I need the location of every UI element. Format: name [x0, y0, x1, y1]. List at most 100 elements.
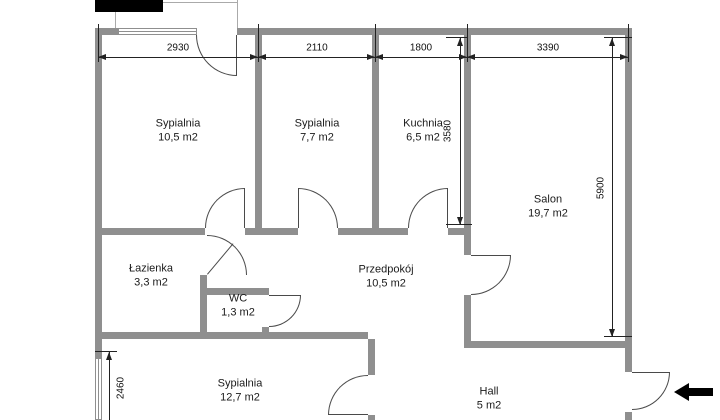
door-arc-wc	[269, 295, 301, 327]
dim-line-bottom-left	[109, 352, 110, 420]
dim-label-2110: 2110	[306, 42, 328, 54]
dim-tick	[628, 24, 629, 62]
redacted-logo	[95, 0, 163, 12]
room-area: 7,7 m2	[300, 132, 334, 144]
door-arc-balcony	[196, 35, 237, 76]
room-area: 10,5 m2	[158, 132, 198, 144]
room-name: WC	[228, 292, 248, 305]
door-arc-bathroom	[207, 235, 247, 275]
room-name: Przedpokój	[358, 263, 414, 276]
door-arc-bedroom2	[298, 188, 338, 228]
wall-left	[95, 28, 102, 332]
wall-hallway-north-b	[245, 228, 298, 235]
entrance-arrow-icon	[674, 383, 689, 401]
dim-arrow	[375, 54, 383, 60]
dim-line-livingroom-depth	[612, 38, 613, 337]
wall-right-below-entrance	[625, 412, 632, 420]
door-leaf-balcony	[236, 35, 237, 76]
door-leaf-bedroom3	[328, 414, 368, 415]
wall-wc-north	[200, 288, 269, 295]
room-label-kitchen: Kuchnia 6,5 m2	[403, 117, 443, 146]
room-label-living-room: Salon 19,7 m2	[528, 193, 568, 222]
door-leaf-livingroom	[471, 255, 511, 256]
room-area: 10,5 m2	[366, 278, 406, 290]
door-leaf-wc	[269, 295, 301, 296]
dim-arrow	[609, 38, 615, 46]
room-label-wc: WC 1,3 m2	[221, 292, 255, 321]
dim-arrow	[609, 329, 615, 337]
window-left-bedroom3-mullion	[98, 358, 99, 420]
dim-arrow	[620, 54, 628, 60]
balcony-left-edge	[115, 0, 116, 28]
room-name: Kuchnia	[403, 117, 443, 130]
room-label-bathroom: Łazienka 3,3 m2	[129, 262, 173, 291]
dim-label-2460: 2460	[115, 376, 127, 400]
dim-label-3580: 3580	[442, 119, 454, 143]
room-name: Hall	[479, 385, 499, 398]
room-area: 6,5 m2	[406, 132, 440, 144]
dim-tick	[446, 37, 467, 38]
room-area: 5 m2	[476, 400, 502, 412]
room-area: 3,3 m2	[134, 277, 168, 289]
wall-kitchen-livingroom	[464, 35, 471, 228]
dim-line-top	[98, 57, 628, 58]
door-arc-kitchen	[408, 188, 448, 228]
room-name: Sypialnia	[294, 117, 340, 130]
wall-bedroom3-hall-a	[368, 339, 375, 375]
dim-arrow	[106, 352, 112, 360]
wall-livingroom-south	[464, 341, 632, 348]
dim-arrow	[457, 38, 463, 46]
dim-arrow	[258, 54, 266, 60]
room-name: Sypialnia	[217, 377, 263, 390]
wall-livingroom-west-a	[464, 228, 471, 255]
door-arc-entrance	[632, 372, 670, 410]
dim-tick	[604, 37, 632, 38]
door-leaf-bedroom1	[244, 188, 245, 228]
dim-tick	[467, 24, 468, 62]
wall-top-main	[237, 28, 632, 35]
room-name: Salon	[533, 193, 563, 206]
wall-hallway-north-a	[95, 228, 205, 235]
dim-label-2930: 2930	[166, 42, 190, 54]
dim-label-5900: 5900	[595, 176, 607, 200]
dim-line-kitchen-depth	[460, 38, 461, 225]
wall-livingroom-west-b	[464, 295, 471, 348]
dim-tick	[375, 24, 376, 62]
dim-tick	[258, 24, 259, 62]
room-area: 12,7 m2	[220, 392, 260, 404]
wall-left-lower	[95, 332, 102, 358]
wall-bedroom1-bedroom2	[255, 35, 262, 228]
balcony-right-edge	[237, 0, 238, 28]
balcony-top-edge	[115, 2, 238, 3]
room-area: 1,3 m2	[221, 307, 255, 319]
dim-label-3390: 3390	[536, 42, 560, 54]
wall-bedroom2-kitchen	[372, 35, 379, 228]
door-leaf-bedroom2	[298, 188, 299, 228]
wall-hallway-north-c	[338, 228, 408, 235]
door-arc-bedroom1	[205, 188, 245, 228]
dim-tick	[604, 336, 632, 337]
dim-tick	[95, 351, 117, 352]
room-label-bedroom-2: Sypialnia 7,7 m2	[295, 117, 340, 146]
dim-label-1800: 1800	[409, 42, 433, 54]
dim-arrow	[467, 54, 475, 60]
room-label-bedroom-1: Sypialnia 10,5 m2	[156, 117, 201, 146]
wall-bedroom3-hall-b	[368, 415, 375, 420]
dim-arrow	[98, 54, 106, 60]
room-label-hall: Hall 5 m2	[477, 385, 501, 414]
dim-tick	[98, 24, 99, 62]
wall-hallway-south	[95, 332, 368, 339]
door-leaf-entrance	[632, 372, 670, 373]
wall-top-left	[95, 28, 118, 35]
entrance-arrow-tail	[689, 388, 713, 396]
window-top-bedroom1-mullion	[118, 31, 197, 32]
room-name: Sypialnia	[155, 117, 201, 130]
wall-bathroom-east	[200, 275, 207, 332]
room-label-hallway: Przedpokój 10,5 m2	[358, 263, 413, 292]
dim-arrow	[250, 54, 258, 60]
room-area: 19,7 m2	[528, 208, 568, 220]
dim-arrow	[459, 54, 467, 60]
door-arc-livingroom	[471, 255, 511, 295]
dim-arrow	[367, 54, 375, 60]
